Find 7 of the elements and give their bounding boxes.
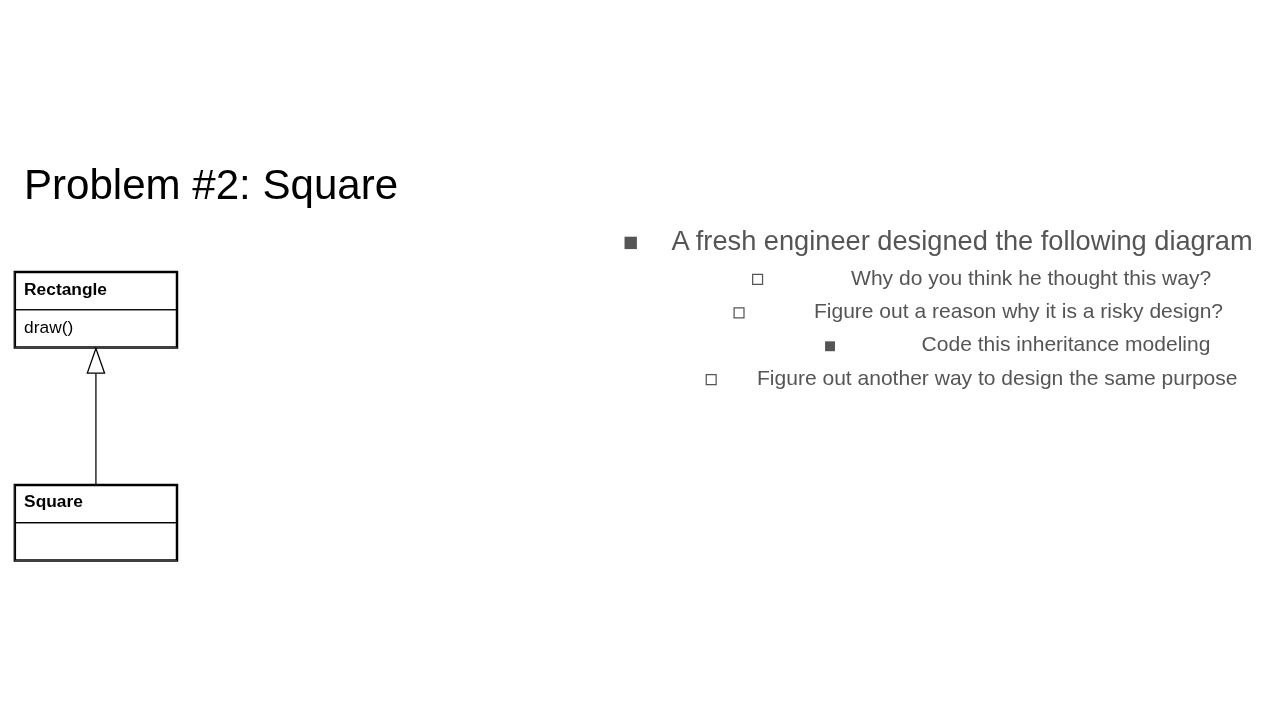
label: Figure out another way to design the same purpose [756, 365, 1238, 389]
label: Code this inheritance modeling [921, 331, 1211, 355]
label: A fresh engineer designed the following diagram [671, 224, 1253, 256]
arrow [86, 346, 106, 485]
label: Figure out a reason why it is a risky design? [813, 298, 1224, 322]
label: Why do you think he thought this way? [851, 264, 1212, 288]
diagram-title: Problem #2: Square [23, 160, 399, 208]
